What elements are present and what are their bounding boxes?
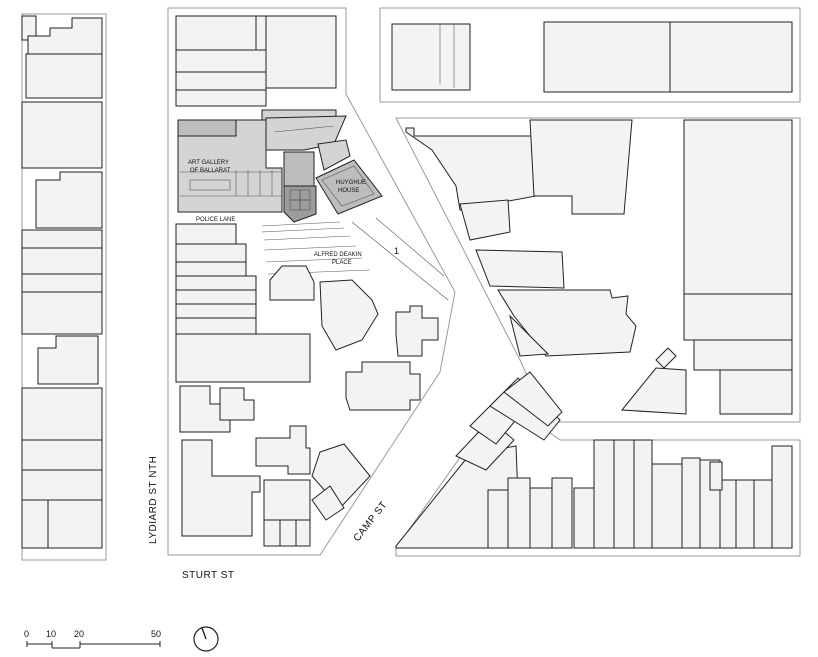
west-block-buildings [21, 15, 103, 549]
east-block-buildings [405, 119, 793, 415]
street-label-sturt: STURT ST [182, 570, 235, 581]
label-alfred-deakin-1: ALFRED DEAKIN [314, 252, 362, 258]
alfred-deakin-plaza [261, 217, 449, 301]
gallery-annex [283, 151, 315, 193]
label-alfred-deakin-2: PLACE [332, 260, 352, 266]
north-arrow-icon [193, 626, 219, 652]
label-huyghue-1: HUYGHUE [336, 180, 366, 186]
scale-tick-0: 0 [24, 629, 29, 639]
north-east-block-buildings [391, 21, 793, 93]
street-label-camp: CAMP ST [352, 499, 390, 543]
street-label-lydiard: LYDIARD ST NTH [148, 456, 159, 544]
central-block-buildings [175, 15, 449, 547]
scale-tick-10: 10 [46, 629, 56, 639]
label-art-gallery-1: ART GALLERY [188, 160, 229, 166]
label-huyghue-2: HOUSE [338, 188, 359, 194]
scale-tick-50: 50 [151, 629, 161, 639]
label-art-gallery-2: OF BALLARAT [190, 168, 231, 174]
label-marker-1: 1 [394, 246, 399, 256]
south-east-block-buildings [395, 371, 793, 549]
huyghue-house-building [315, 159, 383, 215]
block-outlines [21, 7, 801, 561]
scale-tick-20: 20 [74, 629, 84, 639]
scale-bar: 0 10 20 50 [24, 629, 161, 649]
label-police-lane: POLICE LANE [196, 217, 235, 223]
